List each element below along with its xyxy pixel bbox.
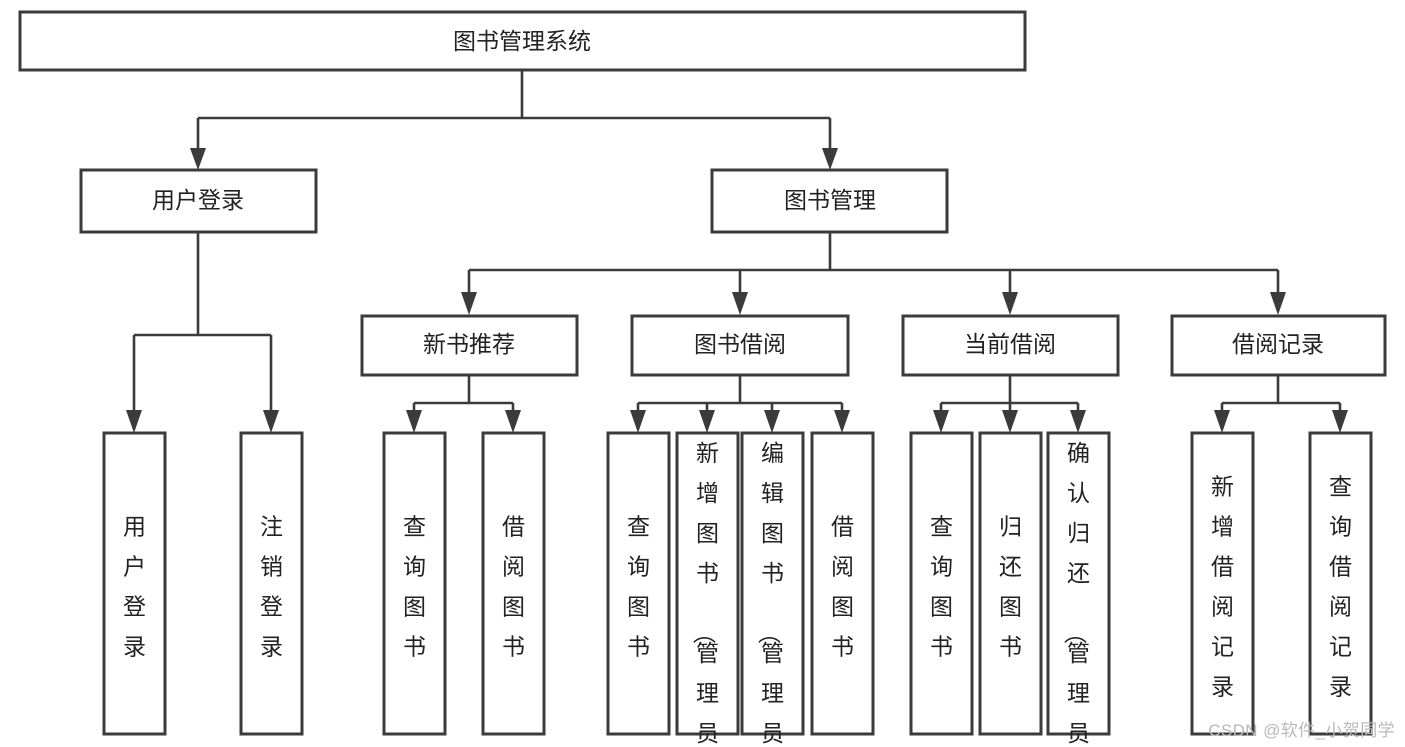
node-leaf-return-book-box[interactable]	[978, 431, 1043, 736]
arrow-current-borrow	[1002, 292, 1018, 315]
arrow-book-manage	[822, 148, 838, 170]
node-user-login-label: 用户登录	[152, 187, 244, 213]
node-current-borrow-box[interactable]	[901, 314, 1120, 377]
node-borrow-record-label: 借阅记录	[1232, 331, 1324, 357]
node-leaf-return-book[interactable]	[978, 431, 1043, 736]
arrow-add-record	[1214, 410, 1230, 433]
arrow-borrow-record	[1270, 292, 1286, 315]
arrow-confirm-return	[1070, 410, 1086, 433]
arrow-borrow-book-1	[505, 410, 521, 433]
node-leaf-borrow-book-2-box[interactable]	[810, 431, 875, 736]
node-leaf-add-book[interactable]	[675, 431, 740, 736]
arrow-book-borrow	[732, 292, 748, 315]
node-new-book-rec[interactable]: 新书推荐	[360, 314, 579, 377]
node-current-borrow-label: 当前借阅	[964, 331, 1056, 357]
node-leaf-user-login[interactable]	[102, 431, 167, 736]
node-book-manage-box[interactable]	[710, 168, 949, 234]
node-leaf-user-login-box[interactable]	[102, 431, 167, 736]
node-borrow-record-box[interactable]	[1170, 314, 1387, 377]
arrow-query-book-2	[630, 410, 646, 433]
arrow-return-book	[1002, 410, 1018, 433]
node-new-book-rec-box[interactable]	[360, 314, 579, 377]
node-leaf-confirm-return-box[interactable]	[1046, 431, 1111, 736]
node-leaf-add-record-box[interactable]	[1190, 431, 1255, 736]
node-leaf-query-record-label: 查询借阅记录	[1329, 474, 1352, 700]
node-leaf-query-book-3-box[interactable]	[909, 431, 974, 736]
node-leaf-query-record[interactable]	[1308, 431, 1373, 736]
node-leaf-add-record[interactable]	[1190, 431, 1255, 736]
node-leaf-add-record-label: 新增借阅记录	[1211, 474, 1234, 700]
arrow-query-book-1	[406, 410, 422, 433]
arrow-new-book-rec	[461, 292, 477, 315]
node-leaf-borrow-book-1[interactable]	[481, 431, 546, 736]
arrow-query-book-3	[933, 410, 949, 433]
arrow-leaf-logout	[263, 410, 279, 433]
node-leaf-query-book-3-label: 查询图书	[930, 514, 953, 660]
arrow-add-book	[699, 410, 715, 433]
node-leaf-query-record-box[interactable]	[1308, 431, 1373, 736]
node-leaf-borrow-book-2[interactable]	[810, 431, 875, 736]
node-leaf-user-login-label: 用户登录	[123, 514, 146, 660]
node-root[interactable]: 图书管理系统	[18, 10, 1027, 72]
node-leaf-query-book-2-box[interactable]	[606, 431, 671, 736]
node-leaf-logout[interactable]	[239, 431, 304, 736]
leaf-label-layer: 用户登录 注销登录 查询图书 借阅图书 查询图书 新增图书（管理员） 编辑图书（管理员） 借阅…	[123, 440, 1352, 747]
arrow-borrow-book-2	[834, 410, 850, 433]
arrow-leaf-user-login	[126, 410, 142, 433]
node-leaf-logout-label: 注销登录	[260, 514, 283, 660]
node-current-borrow[interactable]: 当前借阅	[901, 314, 1120, 377]
node-leaf-borrow-book-1-box[interactable]	[481, 431, 546, 736]
node-leaf-confirm-return-label: 确认归还（管理员）	[1062, 440, 1090, 747]
node-leaf-add-book-label: 新增图书（管理员）	[691, 440, 719, 747]
node-book-borrow-box[interactable]	[630, 314, 850, 377]
arrow-query-record	[1332, 410, 1348, 433]
node-leaf-query-book-1-label: 查询图书	[403, 514, 426, 660]
node-leaf-query-book-2[interactable]	[606, 431, 671, 736]
node-book-borrow[interactable]: 图书借阅	[630, 314, 850, 377]
node-book-borrow-label: 图书借阅	[694, 331, 786, 357]
node-new-book-rec-label: 新书推荐	[423, 331, 515, 357]
node-leaf-edit-book[interactable]	[740, 431, 805, 736]
node-leaf-logout-box[interactable]	[239, 431, 304, 736]
node-leaf-query-book-3[interactable]	[909, 431, 974, 736]
arrow-edit-book	[764, 410, 780, 433]
node-leaf-query-book-1[interactable]	[382, 431, 447, 736]
node-leaf-query-book-2-label: 查询图书	[627, 514, 650, 660]
node-leaf-confirm-return[interactable]	[1046, 431, 1111, 736]
csdn-watermark: CSDN @软件_小贺同学	[1208, 721, 1395, 740]
node-borrow-record[interactable]: 借阅记录	[1170, 314, 1387, 377]
node-root-label: 图书管理系统	[453, 28, 591, 54]
node-leaf-edit-book-label: 编辑图书（管理员）	[756, 440, 784, 747]
node-root-box[interactable]	[18, 10, 1027, 72]
node-leaf-add-book-box[interactable]	[675, 431, 740, 736]
node-leaf-borrow-book-1-label: 借阅图书	[502, 514, 525, 660]
arrow-user-login	[190, 148, 206, 170]
node-leaf-return-book-label: 归还图书	[999, 514, 1022, 660]
node-user-login[interactable]: 用户登录	[79, 168, 318, 234]
node-leaf-query-book-1-box[interactable]	[382, 431, 447, 736]
node-user-login-box[interactable]	[79, 168, 318, 234]
node-book-manage[interactable]: 图书管理	[710, 168, 949, 234]
connector-layer	[126, 70, 1348, 433]
node-book-manage-label: 图书管理	[784, 187, 876, 213]
node-leaf-borrow-book-2-label: 借阅图书	[831, 514, 854, 660]
node-leaf-edit-book-box[interactable]	[740, 431, 805, 736]
